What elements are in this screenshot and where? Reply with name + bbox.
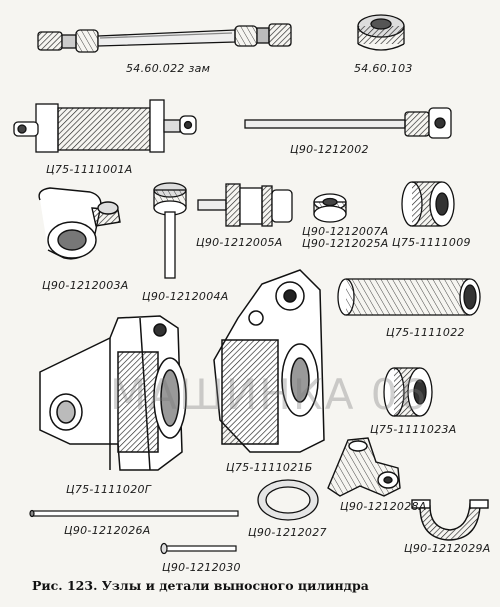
label-pin-with-head: Ц90-1212004А [142,290,229,303]
label-roller: Ц75-1111023А [370,423,457,436]
half-clamp-part [411,499,489,541]
watermark-text: МАШИНКА 06 [110,370,429,419]
short-pin-part [160,542,237,555]
label-half-clamp: Ц90-1212029А [404,542,491,555]
label-cylinder: Ц75-1111001А [46,163,133,176]
long-rod-part [29,509,239,518]
label-small-nut-b: Ц90-1212025А [302,237,389,250]
head-housing-part [213,269,325,453]
label-head-housing: Ц75-1111021Б [226,461,313,474]
large-bracket-part [39,315,187,471]
bushing-part [401,181,455,227]
label-clamp: Ц90-1212003А [42,279,129,292]
pin-with-head-part [153,182,187,279]
label-nut: 54.60.103 [354,62,413,75]
label-large-bracket: Ц75-1111020Г [66,483,152,496]
nut-part [357,14,405,51]
roller-part [383,367,433,417]
label-coupling: Ц90-1212005А [196,236,283,249]
label-bushing: Ц75-1111009 [392,236,471,249]
hose-assembly-part [37,23,292,53]
ring-part [257,479,319,521]
sleeve-part [337,278,481,316]
label-push-rod: Ц90-1212002 [290,143,369,156]
figure-caption: Рис. 123. Узлы и детали выносного цилинд… [32,578,369,593]
label-hose-assembly: 54.60.022 зам [126,62,211,75]
cylinder-part [13,99,197,153]
small-bracket-part [327,437,401,497]
label-long-rod: Ц90-1212026А [64,524,151,537]
small-nut-part [313,193,347,223]
label-sleeve: Ц75-1111022 [386,326,465,339]
label-short-pin: Ц90-1212030 [162,561,241,574]
coupling-part [197,183,293,227]
push-rod-part [244,107,452,139]
label-small-bracket: Ц90-1212028А [340,500,427,513]
label-ring: Ц90-1212027 [248,526,327,539]
label-small-nut-a: Ц90-1212007А [302,225,389,238]
clamp-part [38,187,121,260]
